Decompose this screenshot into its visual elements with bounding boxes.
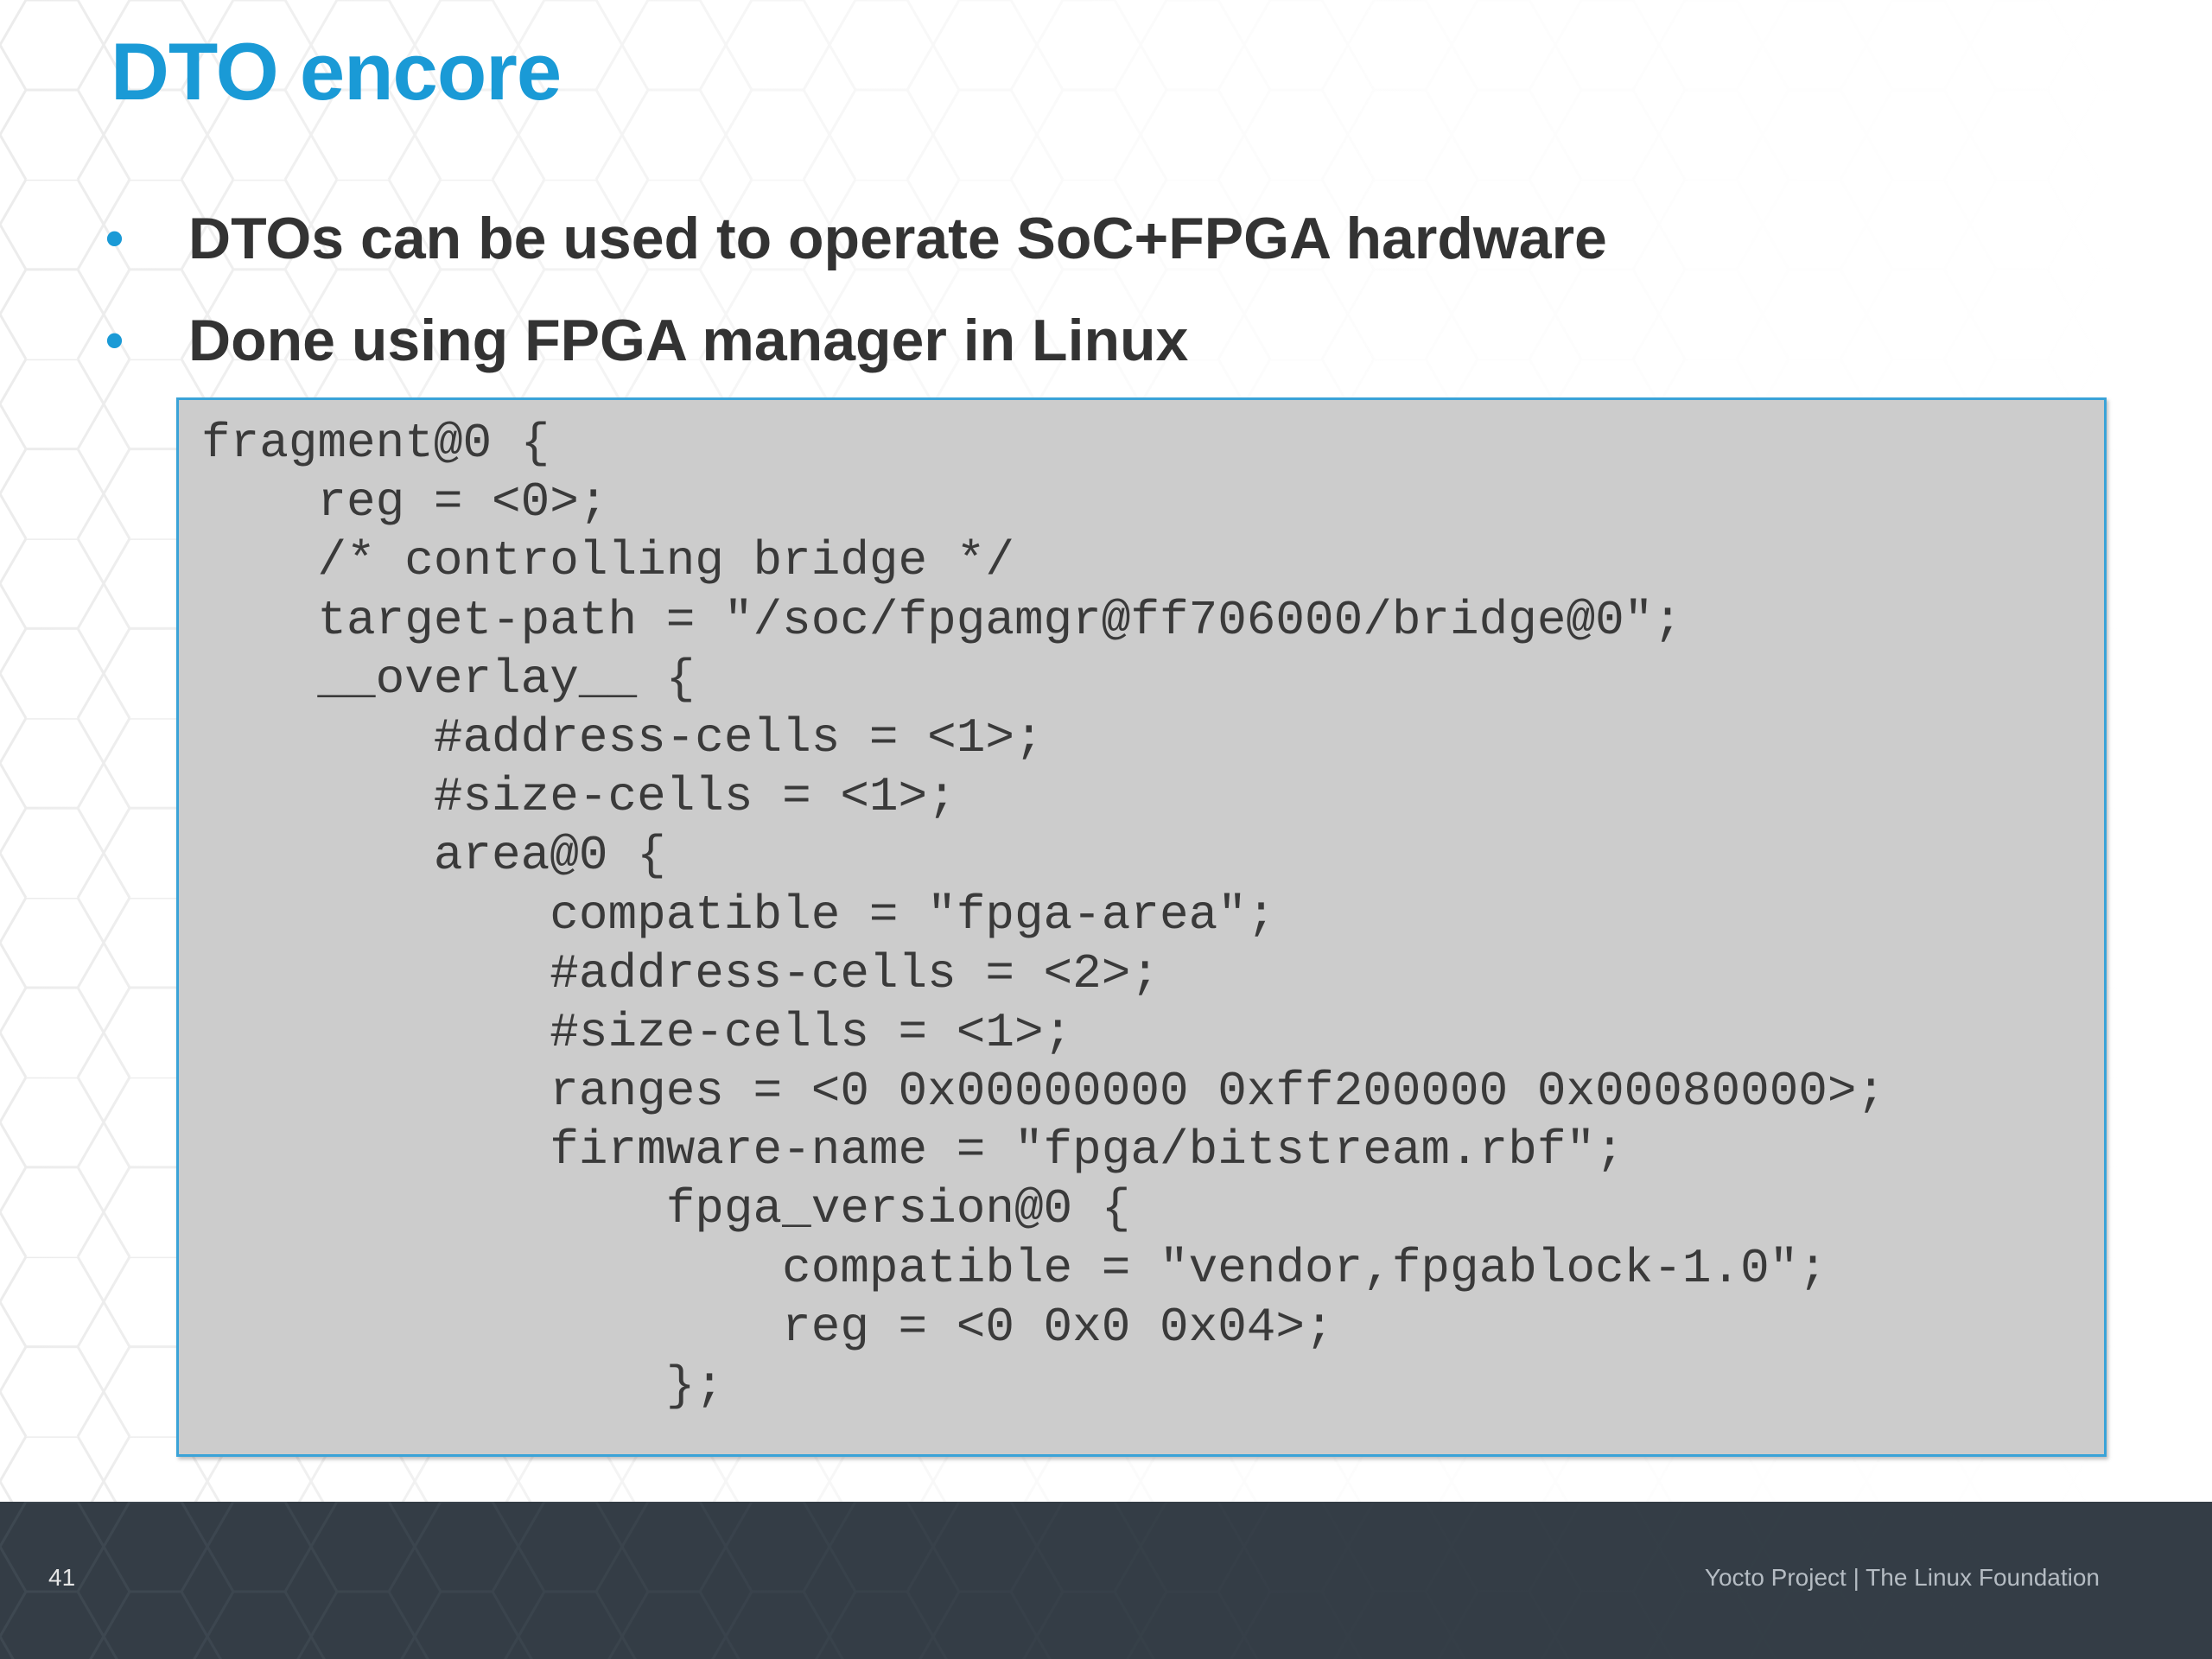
code-line: compatible = "vendor,fpgablock-1.0"; — [201, 1240, 1827, 1296]
slide-footer: 41 Yocto Project | The Linux Foundation — [0, 1502, 2212, 1659]
code-line: fragment@0 { — [201, 416, 550, 471]
bullet-marker: • — [105, 311, 124, 369]
footer-hexagon-pattern — [0, 1502, 2212, 1659]
code-line: reg = <0 0x0 0x04>; — [201, 1299, 1334, 1355]
code-line: reg = <0>; — [201, 474, 608, 531]
code-line: fpga_version@0 { — [201, 1181, 1131, 1237]
code-line: /* controlling bridge */ — [201, 533, 1014, 589]
bullet-text: DTOs can be used to operate SoC+FPGA har… — [188, 206, 1607, 271]
code-line: firmware-name = "fpga/bitstream.rbf"; — [201, 1122, 1624, 1179]
bullet-marker: • — [105, 209, 124, 267]
code-line: #address-cells = <2>; — [201, 945, 1160, 1001]
footer-credit: Yocto Project | The Linux Foundation — [1704, 1564, 2100, 1591]
code-line: area@0 { — [201, 828, 666, 884]
bullet-text: Done using FPGA manager in Linux — [188, 308, 1189, 373]
code-line: #size-cells = <1>; — [201, 1004, 1073, 1060]
code-line: target-path = "/soc/fpgamgr@ff706000/bri… — [201, 592, 1682, 648]
page-number: 41 — [48, 1564, 76, 1591]
slide-title: DTO encore — [111, 26, 562, 117]
code-line: #address-cells = <1>; — [201, 709, 1044, 766]
code-line: ranges = <0 0x00000000 0xff200000 0x0008… — [201, 1064, 1886, 1120]
code-line: compatible = "fpga-area"; — [201, 887, 1276, 943]
code-line: #size-cells = <1>; — [201, 769, 957, 825]
code-line: __overlay__ { — [201, 651, 696, 707]
code-block: fragment@0 { reg = <0>; /* controlling b… — [176, 397, 2107, 1457]
code-line: }; — [201, 1358, 724, 1414]
